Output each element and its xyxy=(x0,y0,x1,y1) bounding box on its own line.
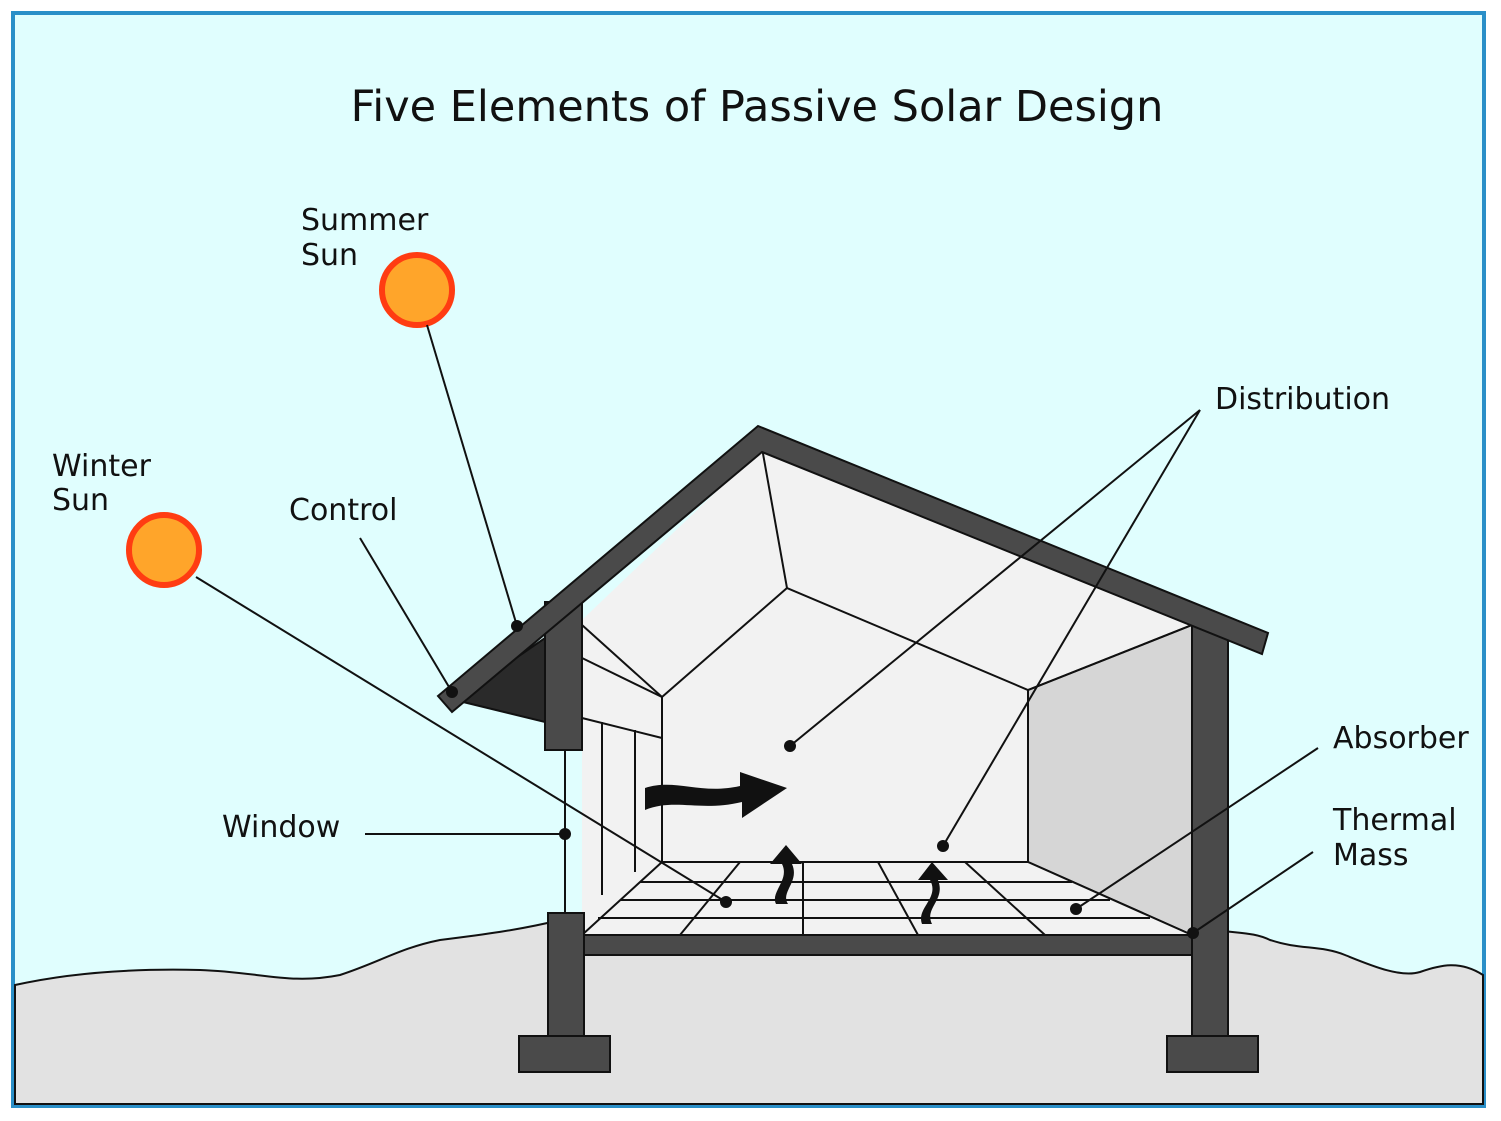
leader-dot xyxy=(1187,927,1199,939)
soffit-line-1 xyxy=(581,624,663,698)
absorber-leader xyxy=(1075,747,1319,910)
summer-sun-icon xyxy=(379,252,455,328)
thermal-mass-leader xyxy=(1192,851,1314,934)
ground xyxy=(14,918,1484,1105)
ceiling-left-line xyxy=(661,587,788,698)
roof xyxy=(436,424,1270,714)
summer-sun-label: Summer Sun xyxy=(301,203,438,273)
leader-dot xyxy=(511,620,523,632)
right-footing xyxy=(1166,1035,1259,1073)
diagram-title: Five Elements of Passive Solar Design xyxy=(351,82,1164,132)
soffit-line-3 xyxy=(581,717,663,739)
control-label: Control xyxy=(289,493,397,528)
heat-flow-arrow-icon xyxy=(645,772,787,818)
winter-sun-label-line-1: Winter xyxy=(52,449,152,484)
leader-dots xyxy=(446,620,1199,939)
distribution-leader-2 xyxy=(942,409,1201,847)
rising-heat-arrow-icon xyxy=(918,862,948,924)
summer-sun-label-line-2: Sun xyxy=(301,238,358,273)
soffit-line-2 xyxy=(581,657,663,698)
ceiling-edge xyxy=(761,447,1193,692)
summer-sun-label-line-1: Summer xyxy=(301,203,429,238)
leader-dot xyxy=(559,828,571,840)
window-label: Window xyxy=(222,810,340,845)
thermal-mass-label: Thermal Mass xyxy=(1332,803,1466,873)
winter-sun-label-line-2: Sun xyxy=(52,483,109,518)
summer-sun-ray xyxy=(426,324,518,627)
distribution-leader-1 xyxy=(789,409,1201,747)
winter-sun-icon xyxy=(126,512,202,588)
leader-lines xyxy=(195,324,1319,934)
leader-dot xyxy=(784,740,796,752)
winter-sun-ray xyxy=(195,576,727,903)
leader-dot xyxy=(720,896,732,908)
winter-sun-label: Winter Sun xyxy=(52,449,160,518)
left-foundation-stem xyxy=(547,912,585,1039)
leader-dot xyxy=(937,840,949,852)
floor-col-line-1 xyxy=(679,861,741,936)
thermal-mass-label-line-1: Thermal xyxy=(1332,803,1457,838)
leader-dot xyxy=(1070,903,1082,915)
rising-heat-arrow-icon xyxy=(770,845,802,904)
floor-col-line-3 xyxy=(877,861,919,936)
distribution-label: Distribution xyxy=(1215,382,1390,417)
absorber-label: Absorber xyxy=(1333,721,1469,756)
house xyxy=(436,424,1270,1073)
thermal-mass-label-line-2: Mass xyxy=(1333,838,1409,873)
floor-col-line-4 xyxy=(964,861,1046,936)
left-footing xyxy=(518,1035,611,1073)
leader-dot xyxy=(446,686,458,698)
control-leader xyxy=(359,537,453,693)
right-wall xyxy=(1191,624,1229,1039)
floor-slab xyxy=(581,934,1193,956)
